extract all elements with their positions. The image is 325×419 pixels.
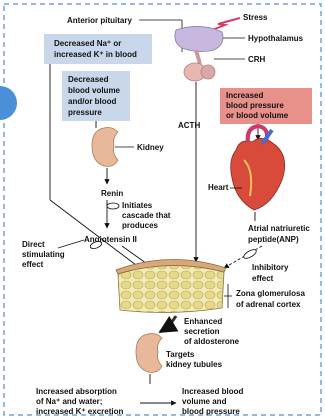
absorption-label-2: of Na⁺ and water; (36, 397, 102, 406)
decreased-volume-text-2: blood volume (68, 86, 121, 95)
direct-label-3: effect (22, 260, 44, 269)
decreased-na-text-1: Decreased Na⁺ or (54, 39, 121, 48)
inhibitory-label-2: effect (252, 274, 274, 283)
initiates-label-3: produces (122, 221, 159, 230)
anp-label-1: Atrial natriuretic (248, 224, 310, 233)
crh-label: CRH (248, 55, 266, 64)
decreased-volume-text-4: pressure (68, 108, 102, 117)
initiates-label-1: Initiates (122, 201, 153, 210)
anterior-pituitary-label: Anterior pituitary (67, 16, 132, 25)
dashed-frame (4, 4, 321, 415)
adrenal-cortex-illustration (118, 265, 224, 312)
direct-label-2: stimulating (22, 250, 65, 259)
hypothalamus-label: Hypothalamus (248, 34, 304, 43)
kidney-label: Kidney (137, 143, 164, 152)
zona-label-1: Zona glomerulosa (236, 289, 305, 298)
hypothalamus-shape (175, 26, 223, 51)
decreased-volume-text-1: Decreased (68, 75, 109, 84)
kidney-bottom-illustration (136, 334, 162, 373)
absorption-label-3: increased K⁺ excretion (36, 407, 123, 416)
aldosterone-arrow (160, 316, 176, 332)
result-label-1: Increased blood (182, 387, 243, 396)
enhanced-label-1: Enhanced (184, 317, 222, 326)
increased-bp-text-1: Increased (226, 91, 263, 100)
inhibitory-label-1: Inhibitory (252, 263, 289, 272)
enhanced-label-3: of aldosterone (184, 337, 240, 346)
targets-label-2: kidney tubules (166, 360, 223, 369)
decreased-na-text-2: increased K⁺ in blood (54, 50, 137, 59)
initiates-label-2: cascade that (122, 211, 171, 220)
heart-label: Heart (208, 183, 229, 192)
stress-label: Stress (243, 13, 268, 22)
side-circle (0, 86, 17, 120)
enhanced-label-2: secretion (184, 327, 220, 336)
targets-label-1: Targets (166, 350, 195, 359)
absorption-label-1: Increased absorption (36, 387, 117, 396)
result-label-3: blood pressure (182, 407, 240, 416)
decreased-volume-text-3: and/or blood (68, 97, 117, 106)
renin-label: Renin (101, 189, 123, 198)
increased-bp-text-2: blood pressure (226, 101, 284, 110)
increased-bp-text-3: or blood volume (226, 111, 289, 120)
zona-label-2: of adrenal cortex (236, 300, 301, 309)
anp-label-2: peptide(ANP) (248, 235, 299, 244)
direct-label-1: Direct (22, 240, 45, 249)
kidney-top-illustration (92, 128, 118, 167)
heart-illustration (231, 138, 285, 210)
acth-label: ACTH (178, 121, 200, 130)
result-label-2: volume and (182, 397, 227, 406)
angiotensin-label: Angiotensin II (84, 235, 137, 244)
